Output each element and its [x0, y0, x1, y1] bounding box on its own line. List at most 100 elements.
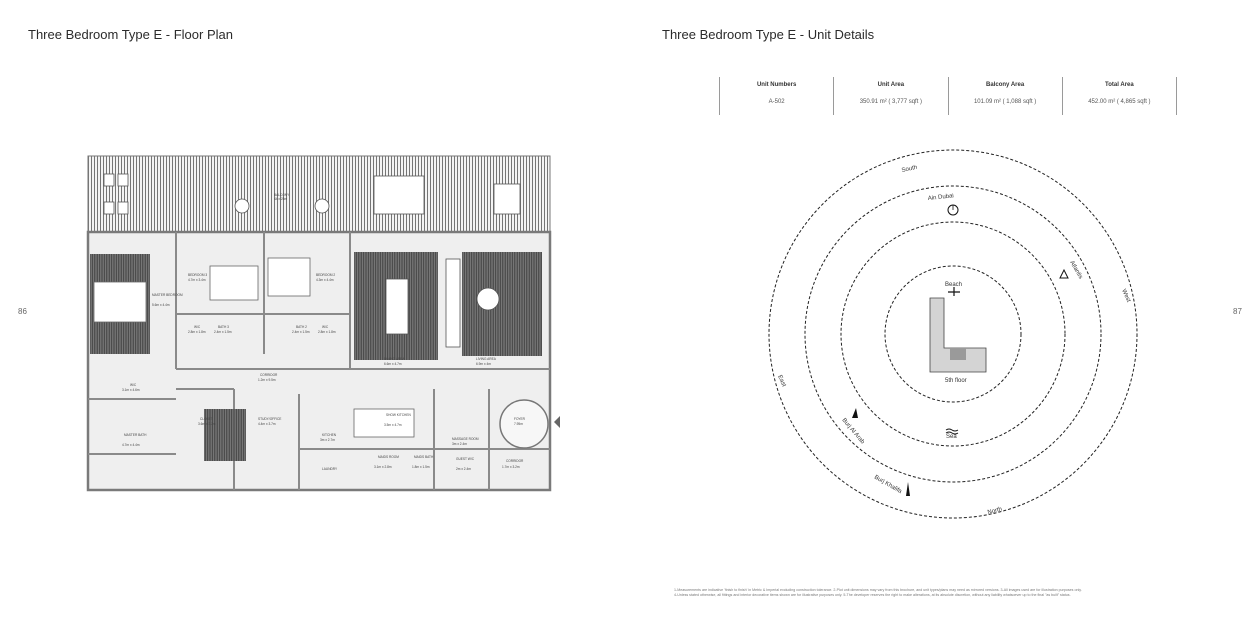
dining-table	[385, 278, 409, 335]
column-value: 350.91 m² ( 3,777 sqft )	[859, 99, 923, 105]
room-label: BEDROOM 3	[188, 273, 207, 277]
room-dims: 7.95m	[514, 422, 523, 426]
inner-ring	[884, 265, 1022, 403]
room-label: BALCONY	[274, 193, 290, 197]
building-footprint	[929, 297, 987, 373]
room-label: BATH 2	[296, 325, 307, 329]
column-header: Unit Area	[877, 82, 905, 88]
direction-east: East	[776, 374, 786, 388]
entrance-arrow-icon	[554, 416, 560, 428]
atlantis-icon	[1059, 268, 1069, 279]
room-dims: 2.4m x 1.5m	[292, 330, 310, 334]
landmark-burj-al-arab: Burj Al Arab	[840, 417, 865, 445]
third-ring	[840, 221, 1066, 447]
room-label: CORRIDOR	[506, 459, 524, 463]
page-number-right: 87	[1233, 307, 1242, 316]
balcony-area	[87, 155, 551, 233]
room-label: MAIDS ROOM	[378, 455, 399, 459]
living-rug	[462, 252, 542, 356]
room-dims: 2.4m x 1.5m	[214, 330, 232, 334]
umbrella-icon	[948, 287, 960, 296]
room-label: MASTER BATH	[124, 433, 147, 437]
coffee-table	[476, 287, 500, 311]
orientation-compass: 5th floor South West North East Ain Duba…	[768, 149, 1138, 519]
column-value: A-502	[768, 99, 785, 105]
room-dims: 2m x 2.4m	[456, 467, 471, 471]
kitchen-island	[353, 408, 415, 438]
column-value: 452.00 m² ( 4,865 sqft )	[1088, 99, 1151, 105]
room-label: KITCHEN	[322, 433, 337, 437]
room-dims: 3.6m x 3.2m	[198, 422, 216, 426]
room-dims: 4.7m x 4.4m	[122, 443, 140, 447]
room-label: BEDROOM 2	[316, 273, 335, 277]
room-dims: 4.4m x 3.7m	[258, 422, 276, 426]
room-label: DINING AREA	[384, 357, 405, 361]
room-dims: 4.3m x 4.4m	[316, 278, 334, 282]
room-label: W/C	[194, 325, 201, 329]
unit-location-marker	[950, 348, 966, 360]
room-dims: 3m x 2.4m	[452, 442, 467, 446]
floor-plan-drawing: BALCONY 44 x 25m MASTER BEDROOM 5.6m x 4…	[86, 155, 560, 492]
unit-details-table: Unit Numbers A-502 Unit Area 350.91 m² (…	[719, 77, 1177, 115]
unit-details-title: Three Bedroom Type E - Unit Details	[662, 27, 875, 42]
room-dims: 3.5m x 4.7m	[384, 423, 402, 427]
column-header: Balcony Area	[986, 82, 1025, 88]
room-label: LAUNDRY	[322, 467, 338, 471]
room-dims: 3m x 2.7m	[320, 438, 335, 442]
room-label: MASSAGE ROOM	[452, 437, 479, 441]
sofa	[445, 258, 461, 348]
balcony-area-column: Balcony Area 101.09 m² ( 1,088 sqft )	[947, 77, 1062, 115]
landmark-sea: Sea	[946, 434, 957, 440]
bedroom-3-bed	[209, 265, 259, 301]
room-label: CORRIDOR	[260, 373, 278, 377]
footnote-line: 4-Unless stated otherwise, all fittings …	[674, 593, 1071, 597]
foyer-round	[499, 399, 549, 449]
direction-west: West	[1120, 288, 1131, 303]
room-dims: 2.8m x 1.8m	[318, 330, 336, 334]
footnote-line: 1-Measurements are indicative 'finish to…	[674, 588, 1082, 592]
column-header: Unit Numbers	[756, 82, 797, 88]
second-ring	[804, 185, 1102, 483]
room-label: SHOW KITCHEN	[386, 413, 411, 417]
direction-south: South	[901, 165, 918, 174]
room-dims: 5.6m x 4.4m	[152, 303, 170, 307]
room-label: CLOSET	[200, 417, 213, 421]
room-dims: 6.6m x 4.7m	[384, 362, 402, 366]
room-label: LIVING AREA	[476, 357, 497, 361]
total-area-column: Total Area 452.00 m² ( 4,865 sqft )	[1061, 77, 1177, 115]
balcony-furniture	[103, 173, 521, 215]
room-label: MAIDS BATH	[414, 455, 434, 459]
burj-khalifa-icon	[906, 482, 910, 496]
room-dims: 3.1m x 2.8m	[374, 465, 392, 469]
outer-ring	[768, 149, 1138, 519]
floor-label: 5th floor	[945, 378, 967, 384]
room-dims: 3.1m x 4.6m	[122, 388, 140, 392]
closet-rug	[204, 409, 246, 461]
burj-al-arab-icon	[852, 408, 858, 418]
unit-numbers-column: Unit Numbers A-502	[719, 77, 833, 115]
landmark-beach: Beach	[945, 282, 962, 288]
room-label: W/C	[322, 325, 329, 329]
bedroom-2-bed	[267, 257, 311, 297]
floor-plan-title: Three Bedroom Type E - Floor Plan	[28, 27, 233, 42]
room-label: BATH 3	[218, 325, 229, 329]
landmark-atlantis: Atlantis	[1068, 260, 1083, 280]
room-dims: 4.7m x 3.4m	[188, 278, 206, 282]
room-label: FOYER	[514, 417, 526, 421]
interior-walls	[88, 232, 550, 490]
room-label: GUEST W/C	[456, 457, 475, 461]
room-dims: 2.8m x 1.8m	[188, 330, 206, 334]
room-dims: 1.8m x 1.5m	[412, 465, 430, 469]
column-header: Total Area	[1105, 82, 1134, 88]
room-labels: BALCONY 44 x 25m MASTER BEDROOM 5.6m x 4…	[122, 193, 526, 471]
room-dims: 44 x 25m	[274, 197, 287, 201]
direction-north: North	[987, 507, 1003, 516]
column-value: 101.09 m² ( 1,088 sqft )	[973, 99, 1037, 105]
disclaimer-footnote: 1-Measurements are indicative 'finish to…	[674, 588, 1164, 598]
unit-area-column: Unit Area 350.91 m² ( 3,777 sqft )	[833, 77, 947, 115]
landmark-burj-khalifa: Burj Khalifa	[873, 475, 903, 496]
room-dims: 6.9m x 4m	[476, 362, 491, 366]
room-label: STUDY/OFFICE	[258, 417, 281, 421]
room-label: MASTER BEDROOM	[152, 293, 183, 297]
landmark-ain-dubai: Ain Dubai	[928, 193, 955, 202]
